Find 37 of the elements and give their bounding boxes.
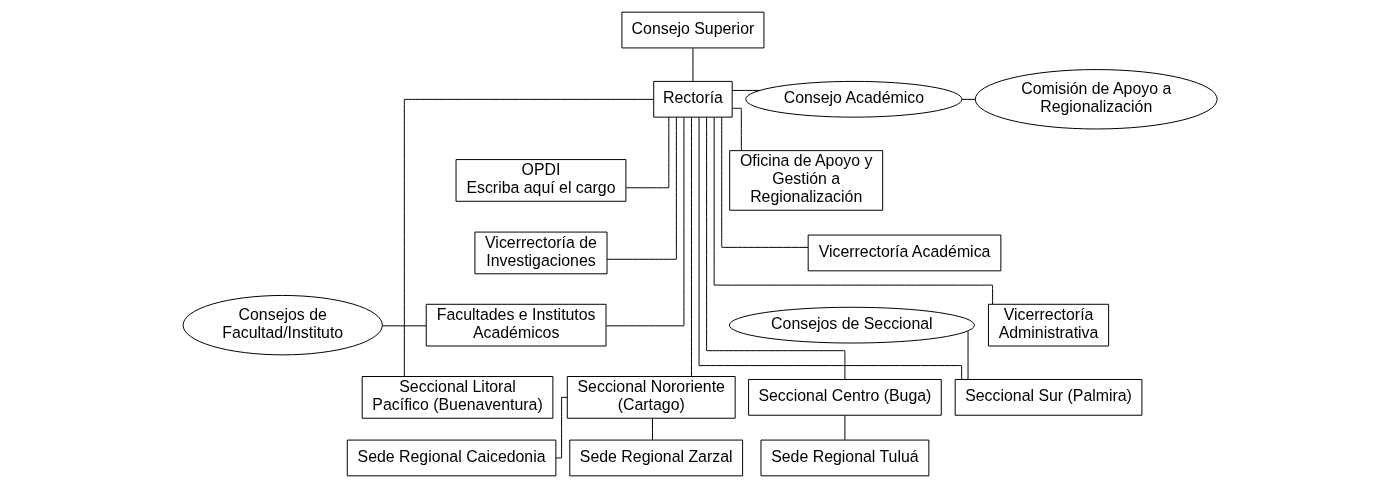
connector: [698, 116, 962, 380]
node-box: Vicerrectoría Administrativa: [987, 303, 1109, 347]
connector: [843, 415, 845, 441]
node-box: Seccional Nororiente (Cartago): [566, 376, 736, 419]
connector: [691, 47, 693, 82]
node-box: Vicerrectoría Académica: [807, 234, 1001, 272]
node-box: Vicerrectoría de Investigaciones: [473, 231, 607, 275]
node-ellipse: Consejos de Facultad/Instituto: [182, 294, 383, 356]
node-box: Sede Regional Caicedonia: [346, 439, 556, 477]
connector: [967, 330, 969, 380]
node-box: Seccional Centro (Buga): [747, 379, 942, 416]
connector: [605, 116, 684, 327]
connector: [651, 418, 653, 441]
node-box: OPDI Escriba aquí el cargo: [455, 159, 626, 202]
connector: [554, 396, 568, 459]
node-ellipse: Comisión de Apoyo a Regionalización: [974, 69, 1218, 130]
connector: [690, 117, 692, 377]
node-box: Sede Regional Zarzal: [568, 439, 743, 477]
connector: [720, 116, 809, 248]
connector: [960, 98, 976, 100]
connector: [381, 325, 426, 327]
connector: [403, 98, 654, 377]
connector: [713, 116, 993, 305]
node-box: Facultades e Institutos Académicos: [425, 303, 607, 347]
node-ellipse: Consejos de Seccional: [728, 306, 975, 344]
node-box: Oficina de Apoyo y Gestión a Regionalización: [728, 150, 883, 211]
connector: [731, 107, 742, 151]
connector: [731, 89, 760, 91]
connector: [625, 116, 669, 189]
node-box: Sede Regional Tuluá: [760, 439, 929, 477]
connector: [705, 116, 845, 380]
node-box: Seccional Litoral Pacífico (Buenaventura): [361, 376, 553, 419]
node-box: Consejo Superior: [620, 11, 764, 49]
node-ellipse: Consejo Académico: [744, 80, 962, 118]
node-box: Rectoría: [652, 80, 733, 118]
connector: [606, 116, 677, 260]
node-box: Seccional Sur (Palmira): [954, 379, 1142, 416]
